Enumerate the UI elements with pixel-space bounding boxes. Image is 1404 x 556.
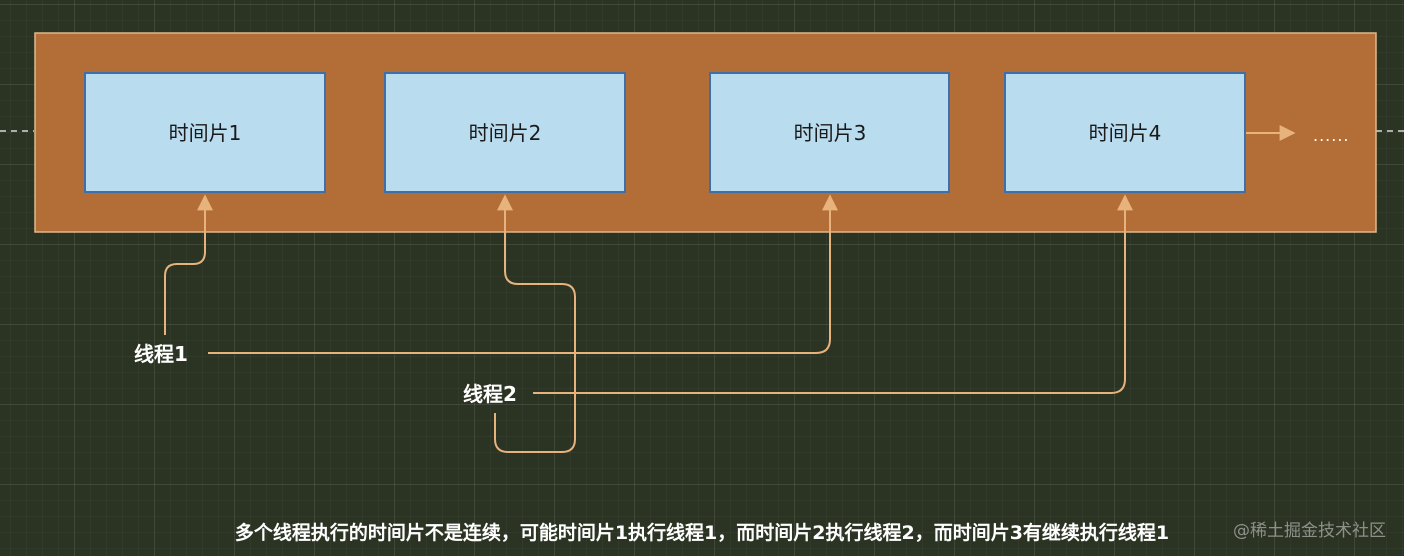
thread1-to-slice1-connector <box>164 194 213 335</box>
time-slice-2-label: 时间片2 <box>469 121 542 145</box>
time-slice-1: 时间片1 <box>84 72 326 193</box>
continuation-ellipsis: ...... <box>1313 126 1350 145</box>
thread2-to-slice2-connector <box>494 194 576 453</box>
time-slice-4: 时间片4 <box>1004 72 1246 193</box>
watermark: @稀土掘金技术社区 <box>1233 521 1386 541</box>
diagram-caption: 多个线程执行的时间片不是连续，可能时间片1执行线程1，而时间片2执行线程2，而时… <box>234 522 1170 544</box>
thread2-to-slice4-connector <box>533 194 1133 394</box>
time-slice-4-label: 时间片4 <box>1089 121 1162 145</box>
thread1-to-slice3-connector <box>208 194 838 354</box>
time-slice-3-label: 时间片3 <box>794 121 867 145</box>
thread-1-label: 线程1 <box>134 342 188 366</box>
thread-2-label: 线程2 <box>463 382 517 406</box>
time-slice-1-label: 时间片1 <box>169 121 242 145</box>
time-slice-2: 时间片2 <box>384 72 626 193</box>
time-slice-3: 时间片3 <box>709 72 950 193</box>
